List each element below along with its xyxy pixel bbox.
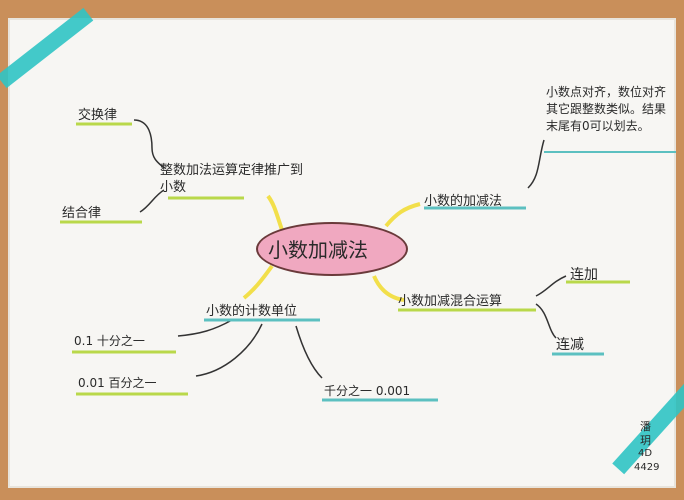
conn-lianjian — [535, 303, 557, 339]
right-top-main: 小数的加减法 — [424, 194, 503, 209]
left-bottom-main: 小数的计数单位 — [206, 304, 298, 319]
item-thousandth: 千分之一 0.001 — [324, 384, 411, 398]
branch-bottom-left — [242, 264, 274, 300]
conn-tenth — [177, 319, 233, 337]
item-assoc-law: 结合律 — [62, 206, 102, 221]
signature-line-2: 玥 — [640, 434, 651, 447]
conn-thousandth — [295, 325, 323, 379]
right-bottom-main: 小数加减混合运算 — [398, 294, 503, 309]
center-title: 小数加减法 — [268, 238, 368, 262]
branch-bottom-right — [372, 275, 405, 302]
branch-top-right — [384, 202, 421, 228]
signature-line-3: 4D — [638, 448, 653, 459]
conn-swap — [133, 119, 165, 169]
signature-line-1: 潘 — [640, 420, 651, 433]
item-lianjian: 连减 — [556, 337, 584, 353]
item-swap-law: 交换律 — [78, 108, 118, 123]
item-tenth: 0.1 十分之一 — [74, 334, 145, 348]
center-node — [256, 222, 408, 276]
conn-hundredth — [195, 323, 263, 377]
item-hundredth: 0.01 百分之一 — [78, 376, 157, 390]
item-lianjia: 连加 — [570, 267, 598, 283]
signature-line-4: 4429 — [634, 462, 660, 473]
conn-lianjia — [535, 275, 567, 297]
conn-assoc — [139, 189, 165, 213]
branch-top-left — [266, 194, 284, 231]
right-top-note: 小数点对齐，数位对齐其它跟整数类似。结果末尾有0可以划去。 — [546, 85, 667, 133]
conn-note — [527, 139, 545, 189]
left-top-main: 整数加法运算定律推广到小数 — [160, 163, 304, 195]
